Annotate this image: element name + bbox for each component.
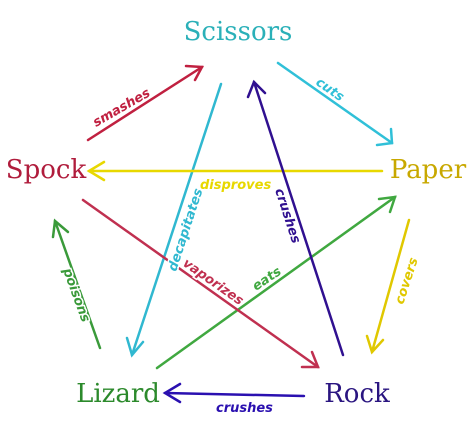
node-rock: Rock bbox=[324, 379, 390, 409]
edge-lizard-spock-arrowhead bbox=[51, 218, 70, 239]
node-lizard: Lizard bbox=[76, 379, 160, 409]
edge-spock-rock-line bbox=[81, 198, 320, 369]
edge-rock-scissors-line bbox=[252, 80, 345, 357]
node-paper: Paper bbox=[390, 155, 467, 185]
edge-paper-rock-line bbox=[370, 218, 411, 354]
node-spock: Spock bbox=[6, 155, 87, 185]
edge-rock-scissors-arrowhead bbox=[246, 79, 267, 99]
edge-paper-spock-arrowhead bbox=[86, 160, 106, 182]
edge-lizard-paper-line bbox=[155, 195, 397, 370]
edge-lizard-spock-line bbox=[53, 219, 102, 350]
edge-spock-scissors-arrowhead bbox=[184, 64, 205, 82]
edge-label-crushes-rock-lizard: crushes bbox=[216, 401, 273, 416]
edge-label-poisons: poisons bbox=[59, 265, 93, 324]
edge-scissors-lizard-arrowhead bbox=[125, 336, 145, 358]
edge-label-vaporizes: vaporizes bbox=[180, 256, 247, 309]
edge-scissors-lizard-line bbox=[130, 82, 223, 357]
edge-paper-rock-arrowhead bbox=[365, 334, 385, 355]
edge-label-disproves: disproves bbox=[200, 178, 271, 193]
edge-rock-lizard-line bbox=[163, 391, 306, 398]
edge-rock-lizard-arrowhead bbox=[162, 382, 182, 404]
edge-scissors-paper-line bbox=[276, 61, 394, 145]
edge-lizard-paper-arrowhead bbox=[377, 195, 397, 214]
edge-label-smashes: smashes bbox=[91, 86, 154, 131]
edge-spock-rock-arrowhead bbox=[300, 350, 320, 369]
edge-scissors-paper-arrowhead bbox=[375, 127, 394, 147]
node-scissors: Scissors bbox=[184, 17, 293, 47]
edge-spock-scissors-line bbox=[86, 65, 204, 142]
